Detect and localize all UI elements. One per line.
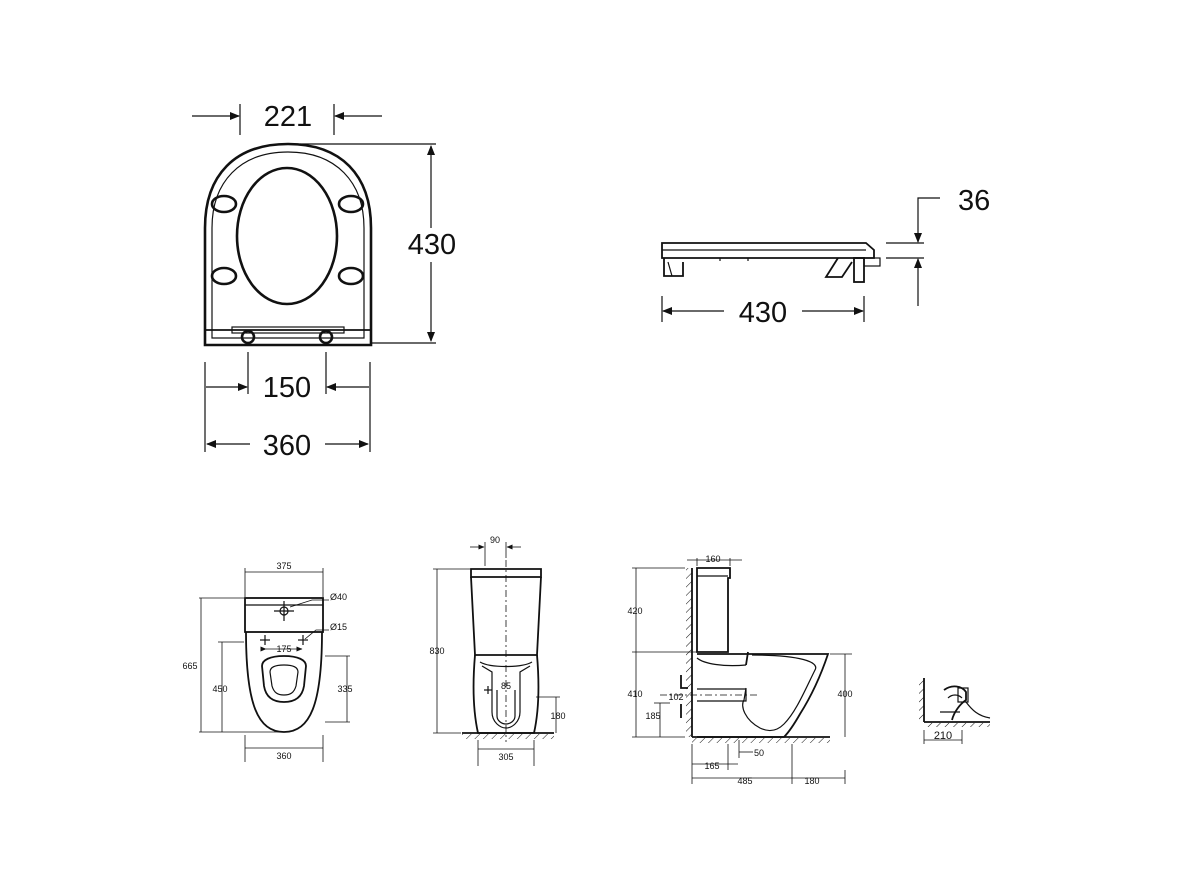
hinge-left-icon <box>240 329 256 345</box>
bowl-depth-label: 450 <box>212 684 227 694</box>
trap-distance-label: 210 <box>934 730 952 742</box>
seat-plan-opening <box>261 655 307 703</box>
fixing-spacing-label: 175 <box>276 644 291 654</box>
fixing-distance-label: 150 <box>263 372 311 404</box>
outlet-diameter-label: 102 <box>668 692 683 702</box>
seat-side-view: 36 430 <box>661 185 990 329</box>
base-width-label: 305 <box>498 752 513 762</box>
seat-height-label: 430 <box>408 229 456 261</box>
outlet-axis-label: 165 <box>704 761 719 771</box>
wall-gap-label: 180 <box>804 776 819 786</box>
seat-length-label: 430 <box>739 297 787 329</box>
tank-depth-label: 160 <box>705 554 720 564</box>
seat-profile <box>661 242 875 259</box>
fixing-hole-diameter-label: Ø15 <box>330 622 347 632</box>
outlet-height-label: 185 <box>645 711 660 721</box>
pan-depth-label: 485 <box>737 776 752 786</box>
outlet-height-label: 180 <box>550 711 565 721</box>
seat-width-label: 360 <box>263 430 311 462</box>
bowl-outline <box>245 631 323 733</box>
bumper-icon <box>337 194 365 214</box>
pan-plan-view: 375 Ø40 Ø15 175 665 450 335 360 <box>182 561 353 762</box>
tank-offset-label: 90 <box>490 535 500 545</box>
tank-outline <box>244 597 324 633</box>
total-height-label: 830 <box>429 646 444 656</box>
seat-opening <box>235 166 339 306</box>
total-depth-label: 665 <box>182 661 197 671</box>
seat-thickness-label: 36 <box>958 185 990 217</box>
seat-top-view: 221 430 150 360 <box>192 101 456 462</box>
pan-front-view: 90 830 85 180 305 <box>429 535 566 766</box>
tank-height-label: 420 <box>627 606 642 616</box>
seat-gap-label: 221 <box>264 101 312 133</box>
rim-height-label: 400 <box>837 689 852 699</box>
bumper-icon <box>337 266 365 286</box>
bowl-height-label: 410 <box>627 689 642 699</box>
pan-side-view: 160 420 410 102 185 400 50 165 485 180 <box>627 554 852 786</box>
outlet-width-label: 85 <box>501 681 511 691</box>
tap-hole-diameter-label: Ø40 <box>330 592 347 602</box>
bumper-icon <box>210 266 238 286</box>
seat-outline <box>203 142 373 347</box>
tank-width-label: 375 <box>276 561 291 571</box>
trap-detail: 210 <box>919 678 991 744</box>
trap-outline <box>943 685 967 721</box>
bumper-icon <box>210 194 238 214</box>
hinge-right-icon <box>318 329 334 345</box>
bowl-rear-depth-label: 335 <box>337 684 352 694</box>
bowl-width-label: 360 <box>276 751 291 761</box>
inlet-offset-label: 50 <box>754 748 764 758</box>
bowl-side-outline <box>697 653 830 738</box>
tank-side-outline <box>696 567 731 653</box>
